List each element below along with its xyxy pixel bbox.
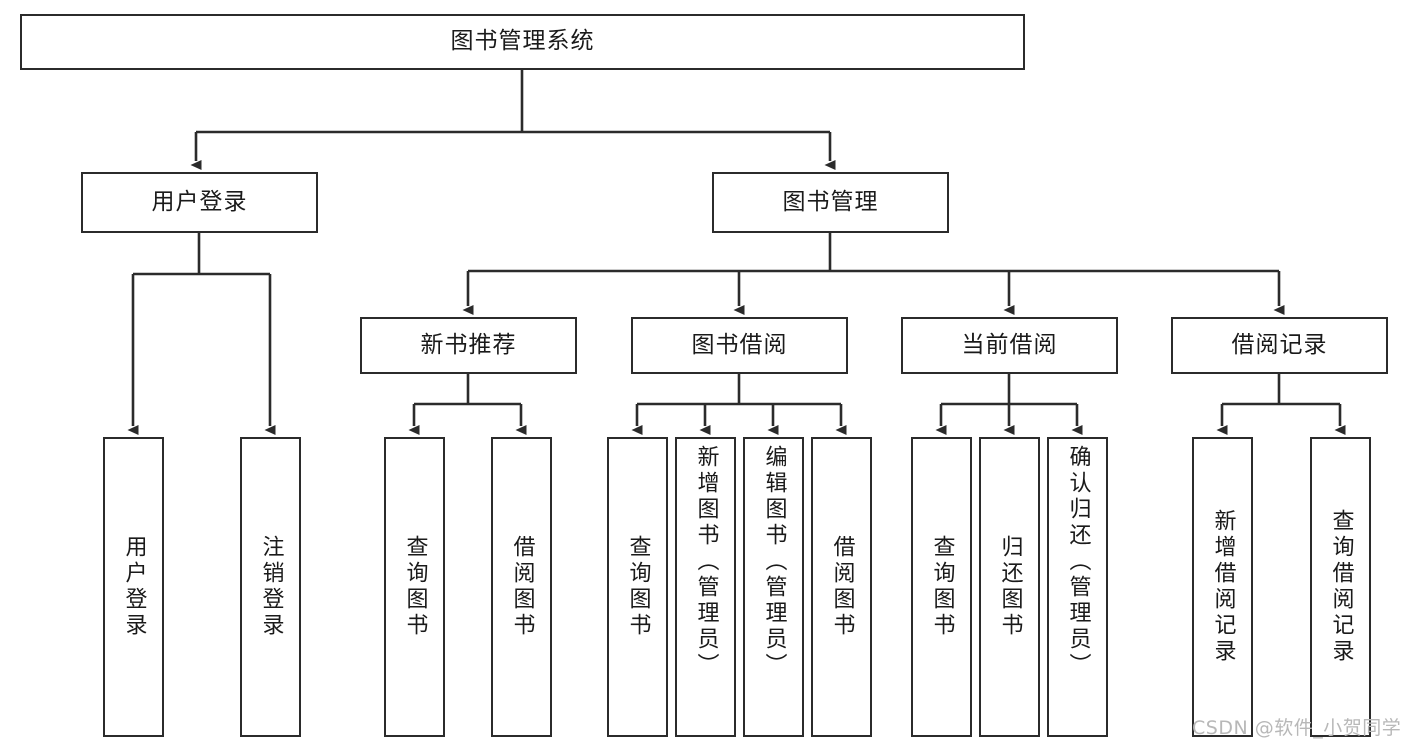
node-leaf-borrow-book-2[interactable]: 借阅图书 — [811, 437, 872, 737]
node-leaf-logout[interactable]: 注销登录 — [240, 437, 301, 737]
node-label: 注销登录 — [258, 535, 284, 639]
node-leaf-borrow-book-1[interactable]: 借阅图书 — [491, 437, 552, 737]
node-leaf-confirm-return[interactable]: 确认归还（管理员） — [1047, 437, 1108, 737]
node-label: 新增借阅记录 — [1210, 509, 1236, 665]
node-book-borrow[interactable]: 图书借阅 — [631, 317, 848, 374]
node-label: 图书借阅 — [691, 331, 788, 358]
node-label: 用户登录 — [151, 188, 248, 215]
node-user-login[interactable]: 用户登录 — [81, 172, 318, 233]
node-label: 新增图书（管理员） — [693, 445, 719, 679]
node-leaf-query-book-3[interactable]: 查询图书 — [911, 437, 972, 737]
node-label: 查询图书 — [929, 535, 955, 639]
node-label: 当前借阅 — [961, 331, 1058, 358]
node-leaf-user-login[interactable]: 用户登录 — [103, 437, 164, 737]
node-label: 查询图书 — [625, 535, 651, 639]
node-label: 确认归还（管理员） — [1065, 445, 1091, 679]
node-label: 查询图书 — [402, 535, 428, 639]
node-label: 查询借阅记录 — [1328, 509, 1354, 665]
node-leaf-query-book-1[interactable]: 查询图书 — [384, 437, 445, 737]
node-leaf-add-book[interactable]: 新增图书（管理员） — [675, 437, 736, 737]
node-label: 新书推荐 — [420, 331, 517, 358]
node-label: 借阅记录 — [1231, 331, 1328, 358]
node-label: 归还图书 — [997, 535, 1023, 639]
node-leaf-query-record[interactable]: 查询借阅记录 — [1310, 437, 1371, 737]
node-label: 编辑图书（管理员） — [761, 445, 787, 679]
node-label: 图书管理系统 — [450, 28, 595, 55]
node-borrow-record[interactable]: 借阅记录 — [1171, 317, 1388, 374]
node-label: 用户登录 — [121, 535, 147, 639]
node-label: 借阅图书 — [509, 535, 535, 639]
node-label: 图书管理 — [782, 188, 879, 215]
node-current-borrow[interactable]: 当前借阅 — [901, 317, 1118, 374]
node-label: 借阅图书 — [829, 535, 855, 639]
node-leaf-add-record[interactable]: 新增借阅记录 — [1192, 437, 1253, 737]
node-leaf-return-book[interactable]: 归还图书 — [979, 437, 1040, 737]
csdn-watermark: CSDN @软件_小贺同学 — [1192, 717, 1402, 739]
node-book-management[interactable]: 图书管理 — [712, 172, 949, 233]
node-leaf-edit-book[interactable]: 编辑图书（管理员） — [743, 437, 804, 737]
node-new-book-recommend[interactable]: 新书推荐 — [360, 317, 577, 374]
node-leaf-query-book-2[interactable]: 查询图书 — [607, 437, 668, 737]
node-root-book-management-system[interactable]: 图书管理系统 — [20, 14, 1025, 70]
